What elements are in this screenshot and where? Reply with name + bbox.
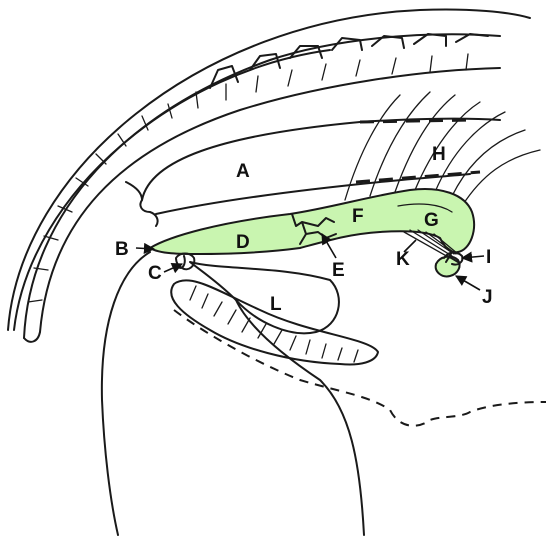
- crus-of-diaphragm: [126, 182, 158, 226]
- label-b: B: [115, 239, 129, 260]
- pointer-i: [462, 256, 484, 258]
- pointer-j: [456, 276, 480, 290]
- body-contour-mid: [236, 300, 364, 535]
- label-j: J: [482, 287, 493, 308]
- label-h: H: [432, 144, 446, 165]
- label-k: K: [396, 249, 410, 270]
- label-c: C: [148, 263, 162, 284]
- vertebral-band-end: [24, 332, 40, 342]
- structure-l: [190, 262, 339, 333]
- label-d: D: [236, 232, 250, 253]
- label-f: F: [352, 206, 364, 227]
- pointer-b: [136, 248, 154, 249]
- dashed-contour: [174, 310, 546, 426]
- label-e: E: [332, 260, 345, 281]
- label-a: A: [236, 161, 250, 182]
- label-i: I: [486, 247, 491, 268]
- body-contour-left: [102, 252, 150, 535]
- pointer-k: [404, 240, 416, 252]
- label-g: G: [424, 210, 439, 231]
- outer-back-contour: [8, 9, 530, 330]
- vertebral-band-outer: [24, 34, 500, 338]
- rib-outer: [171, 280, 378, 364]
- label-l: L: [270, 294, 282, 315]
